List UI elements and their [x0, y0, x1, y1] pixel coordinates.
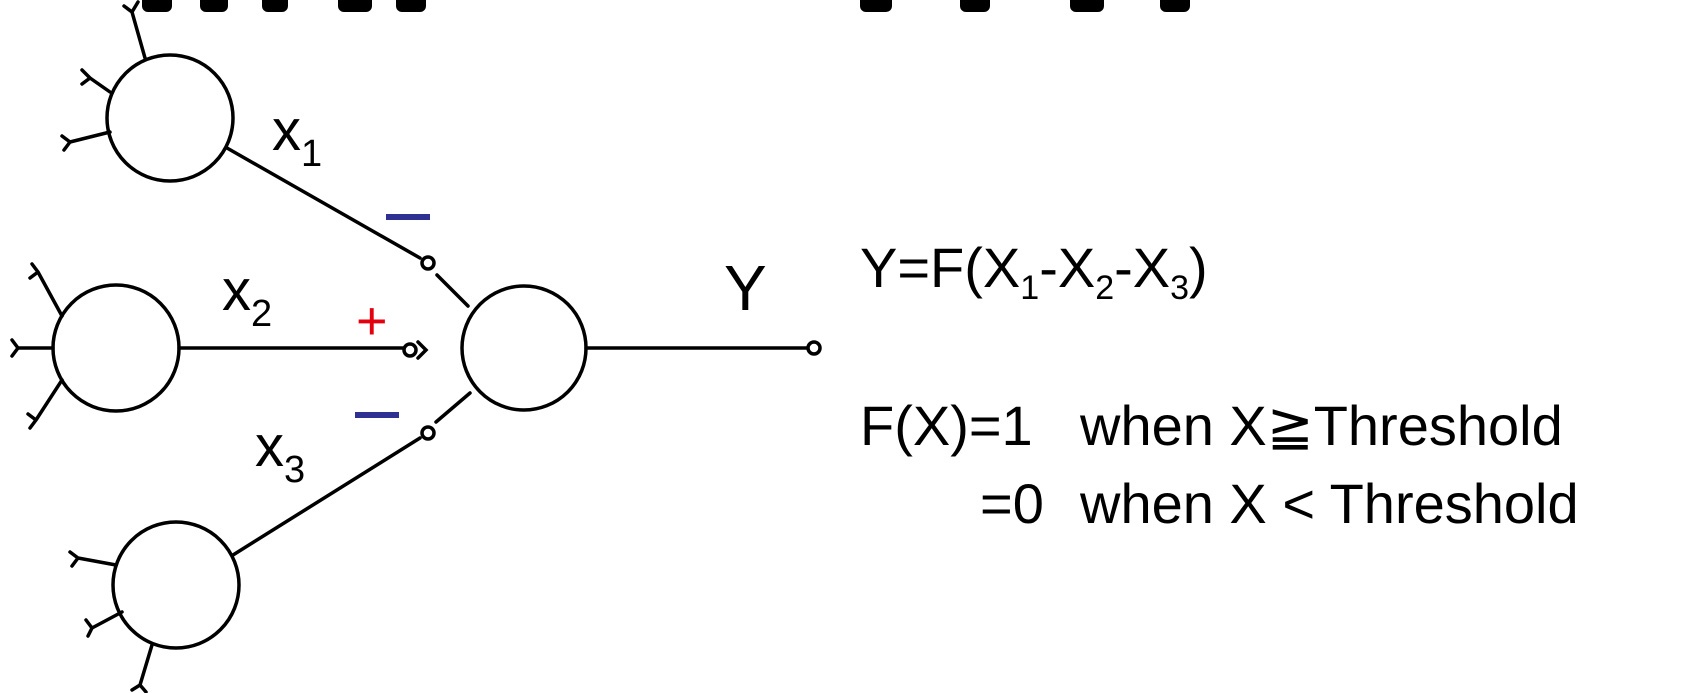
dendrite-icon [80, 68, 112, 94]
cropped-header-fragment [200, 0, 228, 12]
f1-right: when X≧Threshold [1080, 394, 1563, 457]
input-var-x2: x [222, 258, 251, 323]
output-label-y: Y [724, 252, 767, 324]
input-label-x1: x1 [272, 102, 323, 175]
input-neuron-1 [105, 53, 235, 183]
sign-minus-3-text: − [355, 382, 378, 422]
input-var-x1: x [272, 98, 301, 163]
sign-minus-1-text: − [386, 184, 409, 224]
dendrite-icon [10, 338, 55, 358]
eq-sub-3: 3 [1170, 269, 1190, 307]
synapse-terminal-3 [420, 425, 436, 441]
f0-right: when X < Threshold [1080, 472, 1579, 535]
dendrite-icon [130, 643, 154, 693]
dendrite-icon [28, 262, 64, 318]
eq-prefix: Y=F(X [860, 236, 1021, 299]
axon-line-3 [231, 436, 422, 557]
sign-minus-1: − [386, 214, 430, 222]
cropped-header-fragment [338, 0, 372, 12]
dendrite-icon [60, 130, 112, 152]
synapse-connector-3 [434, 391, 472, 424]
eq-minus-x3: -X [1114, 236, 1171, 299]
dendrite-icon [122, 0, 147, 60]
input-sub-3: 3 [284, 449, 306, 491]
cropped-header-fragment [262, 0, 288, 12]
eq-sub-2: 2 [1095, 269, 1115, 307]
synapse-connector-2 [416, 340, 429, 360]
input-label-x3: x3 [255, 418, 306, 491]
output-neuron [460, 284, 588, 412]
f1-left: F(X)=1 [860, 394, 1033, 457]
input-label-x2: x2 [222, 262, 273, 335]
main-equation: Y=F(X1-X2-X3) [860, 240, 1208, 307]
sign-minus-3: − [355, 412, 399, 420]
input-neuron-3 [111, 520, 241, 650]
cropped-header-fragment [396, 0, 426, 12]
input-neuron-2 [51, 283, 181, 413]
axon-line-1 [225, 146, 422, 260]
synapse-terminal-2 [402, 342, 418, 358]
input-sub-1: 1 [301, 133, 323, 175]
eq-sub-1: 1 [1020, 269, 1040, 307]
synapse-connector-1 [435, 273, 470, 308]
output-terminal [806, 340, 822, 356]
dendrite-icon [26, 378, 64, 430]
synapse-terminal-1 [420, 255, 436, 271]
input-var-x3: x [255, 414, 284, 479]
sign-plus-2-text: + [356, 291, 388, 351]
cropped-header-fragment [1160, 0, 1190, 12]
f0-left: =0 [980, 472, 1044, 535]
eq-minus-x2: -X [1039, 236, 1096, 299]
sign-plus-2: + [356, 294, 388, 348]
input-sub-2: 2 [251, 293, 273, 335]
cropped-header-fragment [142, 0, 172, 12]
cropped-header-fragment [960, 0, 990, 12]
dendrite-icon [84, 610, 124, 638]
cropped-header-fragment [860, 0, 892, 12]
eq-suffix: ) [1189, 236, 1208, 299]
dendrite-icon [68, 550, 118, 568]
cropped-header-fragment [1070, 0, 1104, 12]
